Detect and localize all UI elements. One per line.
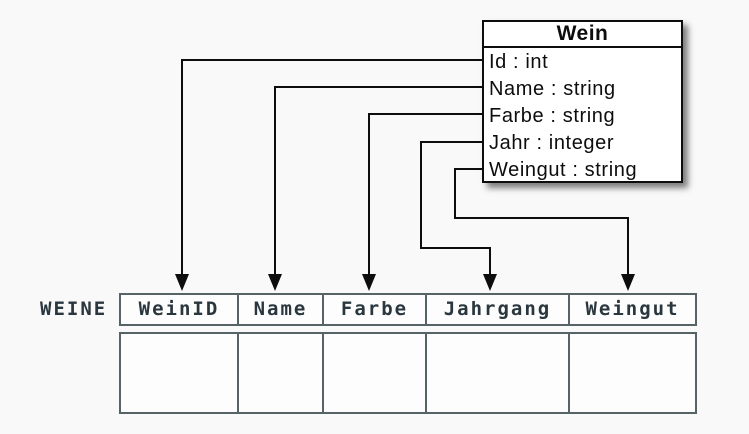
column-header-jahrgang: Jahrgang [425,295,568,324]
column-header-weinid: WeinID [138,298,220,320]
arrow-jahr-to-jahrgang [420,141,491,276]
table-cell-empty [568,334,695,412]
table-name-label: WEINE [40,298,108,320]
arrow-id-to-weinid [181,59,484,276]
column-header-farbe: Farbe [322,295,425,324]
column-header-weingut: Weingut [568,295,695,324]
arrow-name-to-name [274,86,484,276]
class-attribute-farbe: Farbe : string [489,105,616,127]
class-attribute-id: Id : int [489,51,549,73]
table-header-row: WeinID Name Farbe Jahrgang Weingut [119,293,697,326]
uml-class-wein: Wein Id : int Name : string Farbe : stri… [482,20,683,183]
class-attribute-weingut: Weingut : string [489,159,638,181]
arrowhead-icon [621,274,635,291]
arrow-weingut-to-weingut [454,168,629,276]
arrow-farbe-to-farbe [368,113,484,276]
arrowhead-icon [362,274,376,291]
table-body-row [119,332,697,414]
class-title: Wein [484,22,681,48]
arrowhead-icon [483,274,497,291]
table-cell-empty [322,334,425,412]
class-attribute-name: Name : string [489,78,616,100]
arrowhead-icon [268,274,282,291]
table-cell-empty [237,334,322,412]
table-cell-empty [425,334,568,412]
class-attribute-list: Id : int Name : string Farbe : string Ja… [484,48,681,184]
column-header-name: Name [237,295,322,324]
arrowhead-icon [175,274,189,291]
table-cell-empty [121,334,237,412]
class-attribute-jahr: Jahr : integer [489,132,615,154]
